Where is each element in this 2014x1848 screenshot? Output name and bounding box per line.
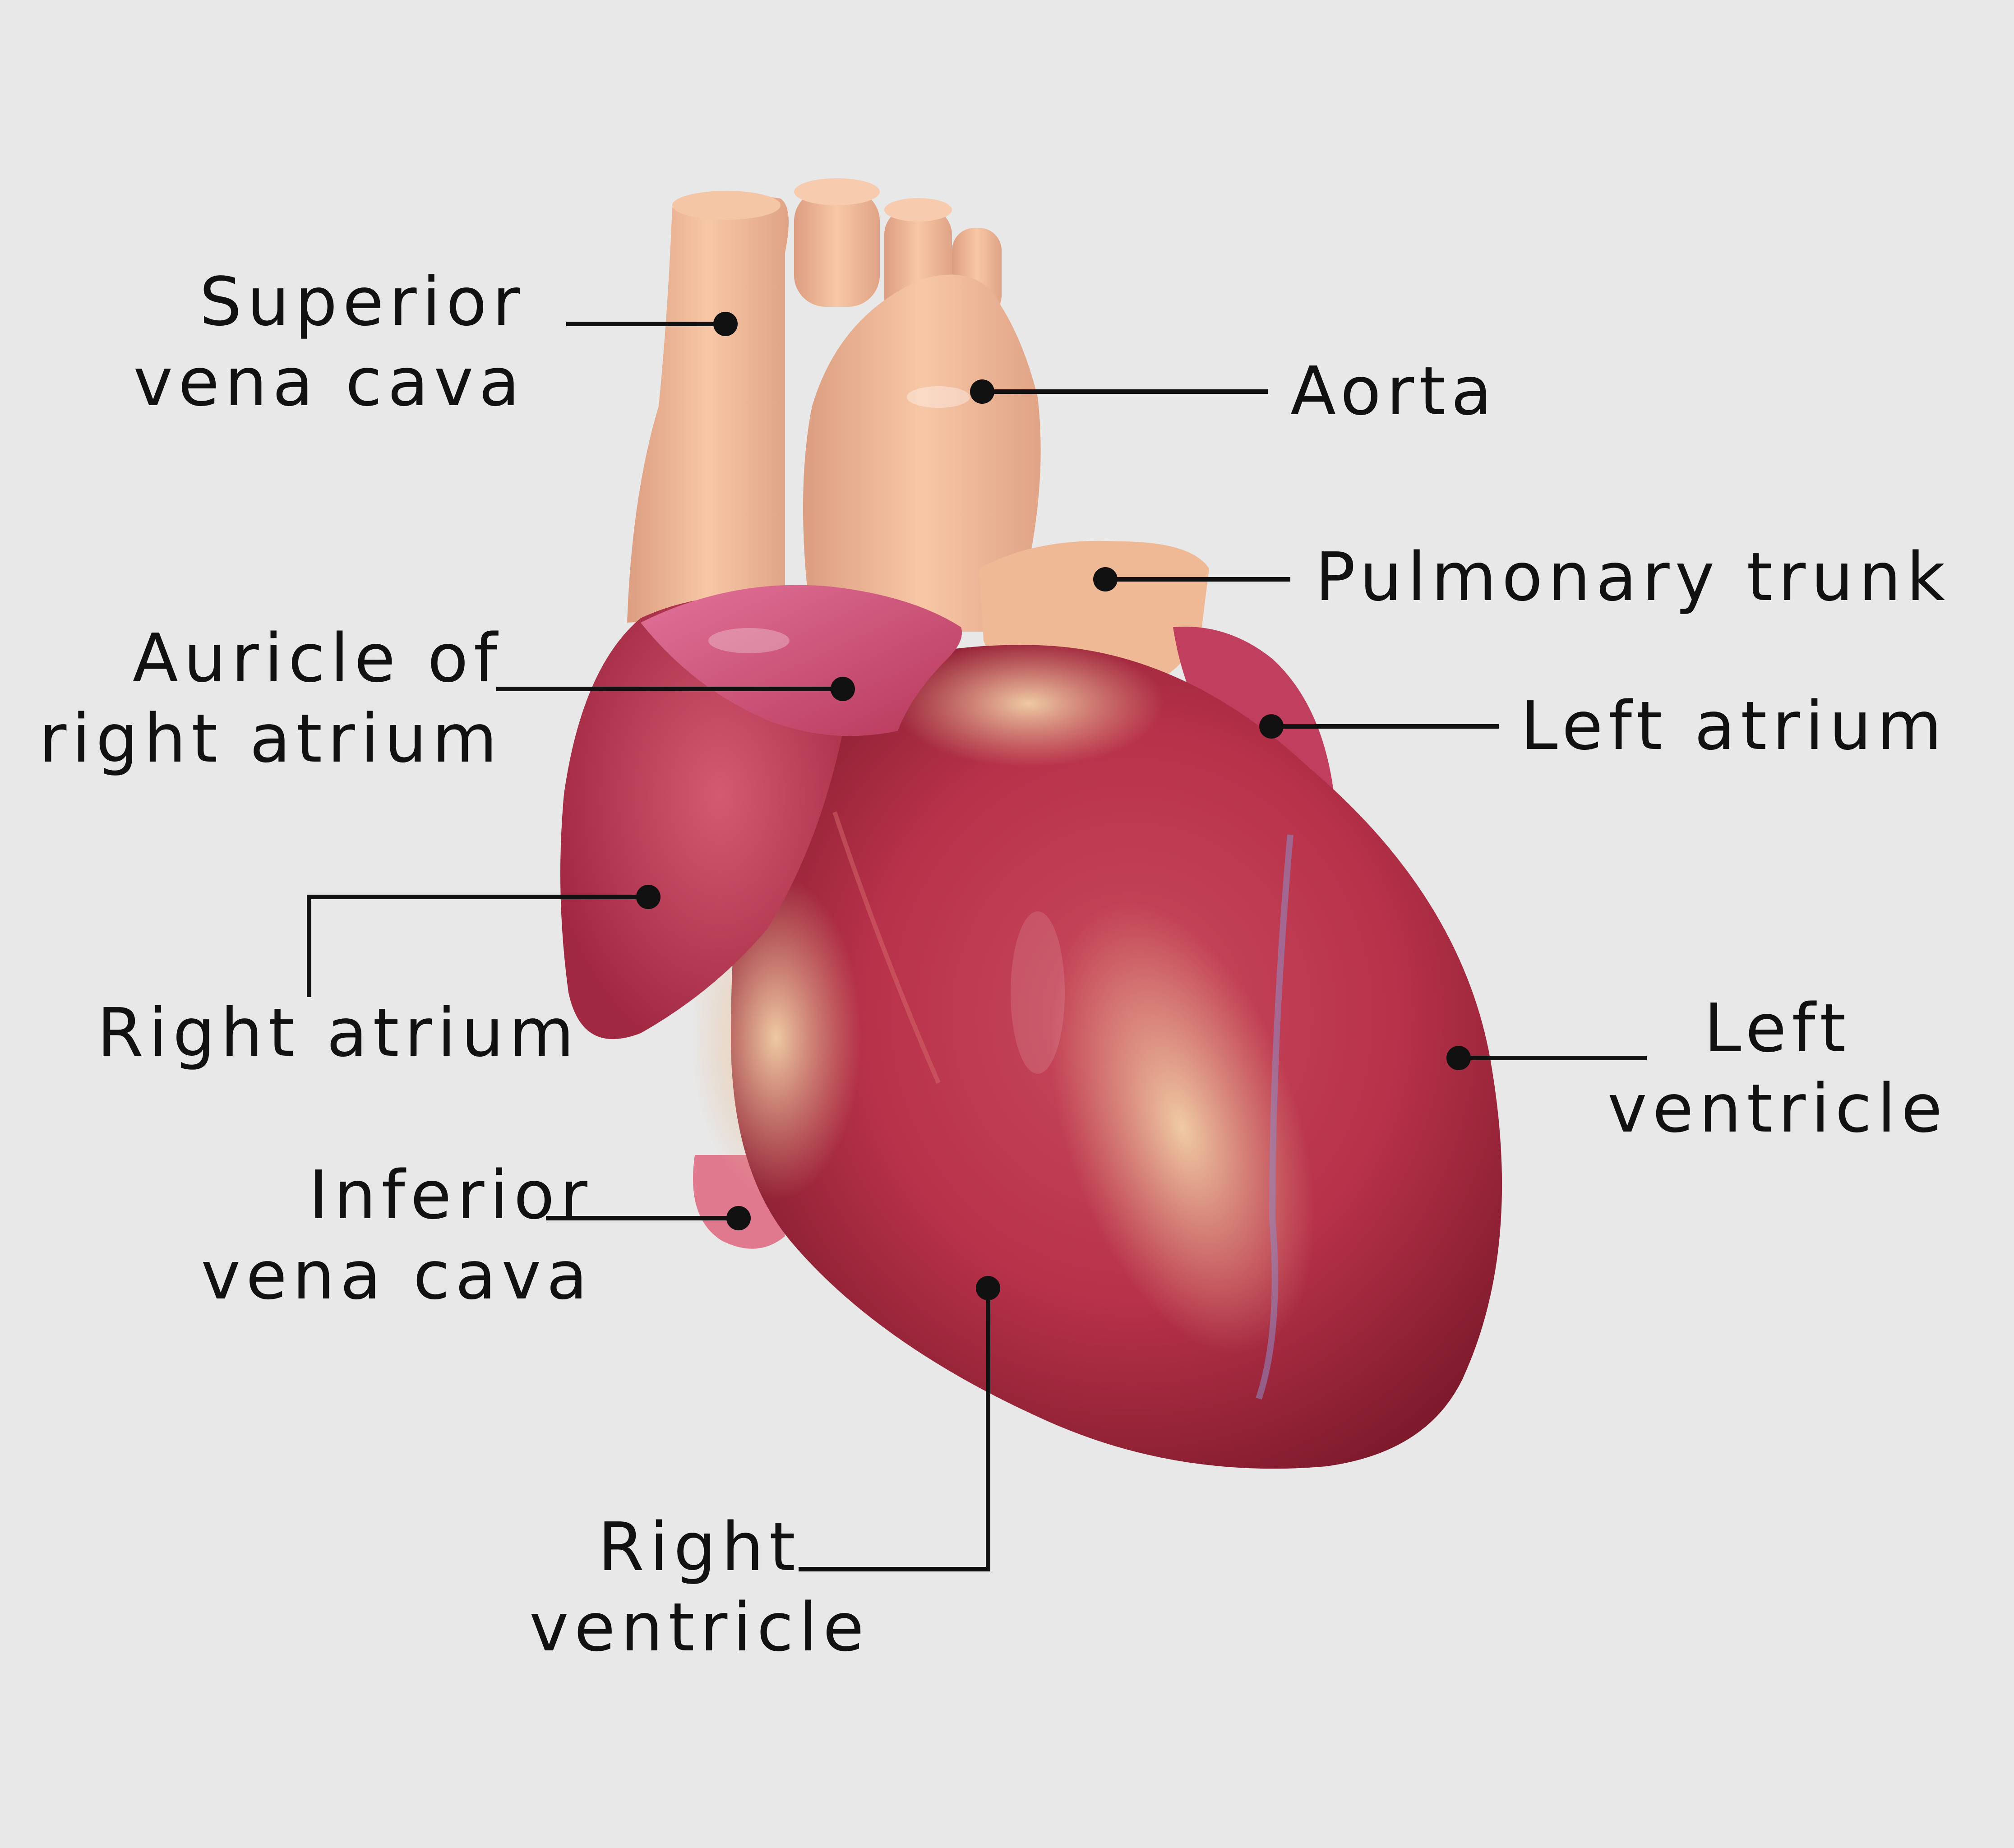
superior-vena-cava-shape bbox=[627, 195, 789, 623]
label-left-atrium: Left atrium bbox=[1520, 687, 1948, 765]
dot-superior-vena-cava bbox=[713, 312, 738, 336]
dot-inferior-vena-cava bbox=[726, 1206, 751, 1230]
leader-lines bbox=[307, 322, 1647, 1571]
dot-auricle-right-atrium bbox=[831, 677, 855, 701]
label-auricle-right-atrium: Auricle of right atrium bbox=[39, 619, 503, 777]
leader-right-ventricle bbox=[799, 1288, 990, 1571]
dot-right-ventricle bbox=[976, 1276, 1000, 1300]
leader-dots bbox=[636, 312, 1471, 1300]
label-superior-vena-cava: Superior vena cava bbox=[133, 263, 525, 421]
dot-left-atrium bbox=[1259, 714, 1284, 739]
auricle-right-atrium-shape bbox=[641, 585, 962, 736]
dot-right-atrium bbox=[636, 885, 661, 909]
dot-left-ventricle bbox=[1446, 1046, 1471, 1070]
leader-right-atrium bbox=[307, 895, 648, 997]
label-aorta: Aorta bbox=[1290, 352, 1497, 430]
label-right-atrium: Right atrium bbox=[97, 994, 580, 1072]
label-inferior-vena-cava: Inferior vena cava bbox=[201, 1156, 593, 1314]
label-right-ventricle: Right ventricle bbox=[529, 1508, 869, 1666]
dot-aorta bbox=[970, 379, 994, 404]
label-left-ventricle: Left ventricle bbox=[1608, 989, 1948, 1147]
label-pulmonary-trunk: Pulmonary trunk bbox=[1315, 538, 1951, 616]
dot-pulmonary-trunk bbox=[1093, 567, 1118, 591]
aorta-shape bbox=[803, 274, 1041, 632]
